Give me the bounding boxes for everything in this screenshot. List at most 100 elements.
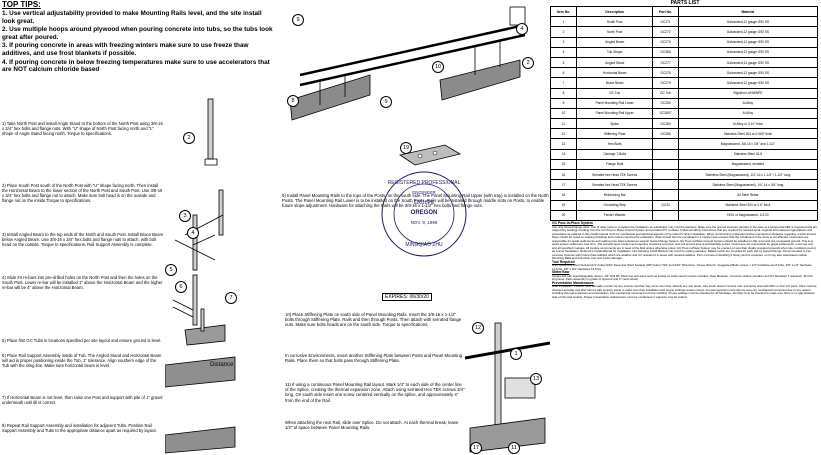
table-cell: 2 (550, 26, 577, 38)
callout-4: 4 (187, 227, 199, 239)
step-11-splice: When attaching the next Rail, slide over… (285, 420, 459, 431)
table-cell: Galvanized,12 gauge G90 SS (677, 46, 819, 58)
callout-17: 17 (470, 442, 482, 454)
step-4: 4) Slide #4 re-bars into pre-drilled hol… (2, 275, 163, 290)
table-cell: 18 (550, 189, 577, 201)
table-cell: Fender Washer (575, 209, 654, 221)
table-cell: 19 (550, 199, 577, 211)
table-cell: Angled Stand (575, 56, 654, 69)
callout-7: 7 (225, 292, 237, 304)
table-cell: Magnawaxed, 3/8-16 x 3/4" and 1-1/2" (677, 138, 819, 150)
col-description: Description (575, 5, 654, 18)
callout-4-top: 4 (516, 23, 528, 35)
callout-8: 8 (287, 95, 299, 107)
table-cell: GC366 (652, 46, 679, 58)
parts-table: Item No. Description Part No. Material 1… (550, 5, 819, 221)
col-item-no: Item No. (550, 5, 577, 18)
table-cell: Hex Bolts (575, 138, 654, 150)
table-cell: Angled Beam (575, 36, 654, 48)
table-cell: GC284 (652, 118, 679, 130)
table-cell: 6 (550, 67, 577, 79)
notes-heading-maintenance: Preventative Maintenance (552, 280, 594, 285)
step-7: 7) If Horizontal Beam is not level, then… (2, 395, 163, 405)
callout-19: 19 (400, 142, 412, 154)
table-cell: Horizontal Beam (575, 67, 654, 79)
table-cell: Stainless Steel 18-8 (677, 148, 819, 160)
table-cell: Tub Shape (575, 46, 654, 58)
step-10: 10) Place Stiffening Plate on south side… (285, 312, 462, 328)
table-cell: Stiffening Plate (575, 128, 654, 140)
table-cell: GC277 (652, 56, 679, 69)
table-cell: Galvanized,12 gauge G90 SS (677, 36, 819, 48)
table-cell: 8 (550, 87, 577, 99)
table-cell: Reinforcing Bar (575, 189, 654, 201)
table-cell: GC276 (652, 36, 679, 48)
seal-date: NOV. 9, 1999 (411, 220, 438, 225)
step-2: 2) Place South Post south of the North P… (2, 183, 163, 203)
table-cell (652, 148, 679, 160)
table-cell: 3 (550, 36, 577, 48)
step9-assembly-drawing (289, 6, 526, 121)
installation-notes: GC Pour-in-Place System Use only GameCha… (552, 221, 818, 299)
col-part-no: Part No. (652, 5, 679, 18)
table-cell: Al Alloy (677, 97, 819, 109)
engineer-seal: REGISTERED PROFESSIONAL ENGINEER 62618PE… (381, 171, 467, 257)
table-cell (652, 138, 679, 150)
table-cell: GC271 (652, 16, 679, 28)
parts-list-title: PARTS LIST (670, 0, 700, 6)
callout-3: 3 (179, 210, 191, 222)
step-8: 8) Repeat Rail Support Assembly and inst… (2, 423, 157, 433)
table-cell: 10 (550, 107, 577, 120)
table-cell: Rigid/non-UHMWPE (677, 87, 819, 99)
table-cell: South Post (575, 16, 654, 28)
seal-name: MINGQIAO ZHU (405, 242, 443, 248)
table-cell: Splice (575, 118, 654, 130)
rail-support-drawings (165, 98, 236, 454)
table-cell: GC33 (652, 199, 679, 211)
step-10-corrosive: In corrosive Environments, insert anothe… (285, 353, 463, 364)
step-1: 1) Take North Post and install Angle Sta… (2, 121, 163, 136)
table-cell: 11 (550, 118, 577, 130)
table-cell: GC Tub (652, 87, 679, 99)
top-tips-heading: TOP TIPS: (2, 0, 41, 9)
table-cell (652, 189, 679, 201)
table-cell: GC280 (652, 97, 679, 109)
table-cell: North Post (575, 26, 654, 38)
table-cell: Galvanized,12 gauge G90 SS (677, 16, 819, 28)
table-cell: Stainless Steel (Magnawaxed), 1/4"-14 x … (677, 179, 819, 191)
table-cell: 4 (550, 46, 577, 58)
table-cell: #4 Steel Rebar (677, 189, 819, 201)
tip-2: 2. Use multiple hoops around plywood whe… (2, 26, 273, 41)
step-5: 5) Place first GC Tubs in locations spec… (2, 338, 162, 343)
table-cell: GC278 (652, 67, 679, 79)
table-cell: Serrated hex Head TEK Screws (575, 168, 654, 181)
step-6: 6) Place Rail Support Assembly inside of… (2, 353, 162, 368)
seal-number: 62618PE (414, 200, 435, 206)
notes-heading-system: GC Pour-in-Place System (552, 221, 593, 225)
step-11: 11) If using a continuous Panel Mounting… (285, 382, 465, 403)
table-cell (652, 168, 679, 181)
top-tips: TOP TIPS: 1. Use vertical adjustability … (2, 0, 274, 74)
notes-heading-tools: Tool Required (552, 259, 575, 264)
table-cell: 9 (550, 97, 577, 109)
table-cell: 16 (550, 168, 577, 181)
seal-state: OREGON (411, 210, 438, 216)
notes-saw: Impact drill with interchangeable driver… (552, 273, 813, 281)
seal-engineer: ENGINEER (412, 190, 436, 195)
table-cell: 20 (550, 209, 577, 221)
table-cell: Galvanized,14 gauge G90 SS (677, 56, 819, 69)
table-cell: Galvanized,12 gauge G90 SS (677, 67, 819, 79)
